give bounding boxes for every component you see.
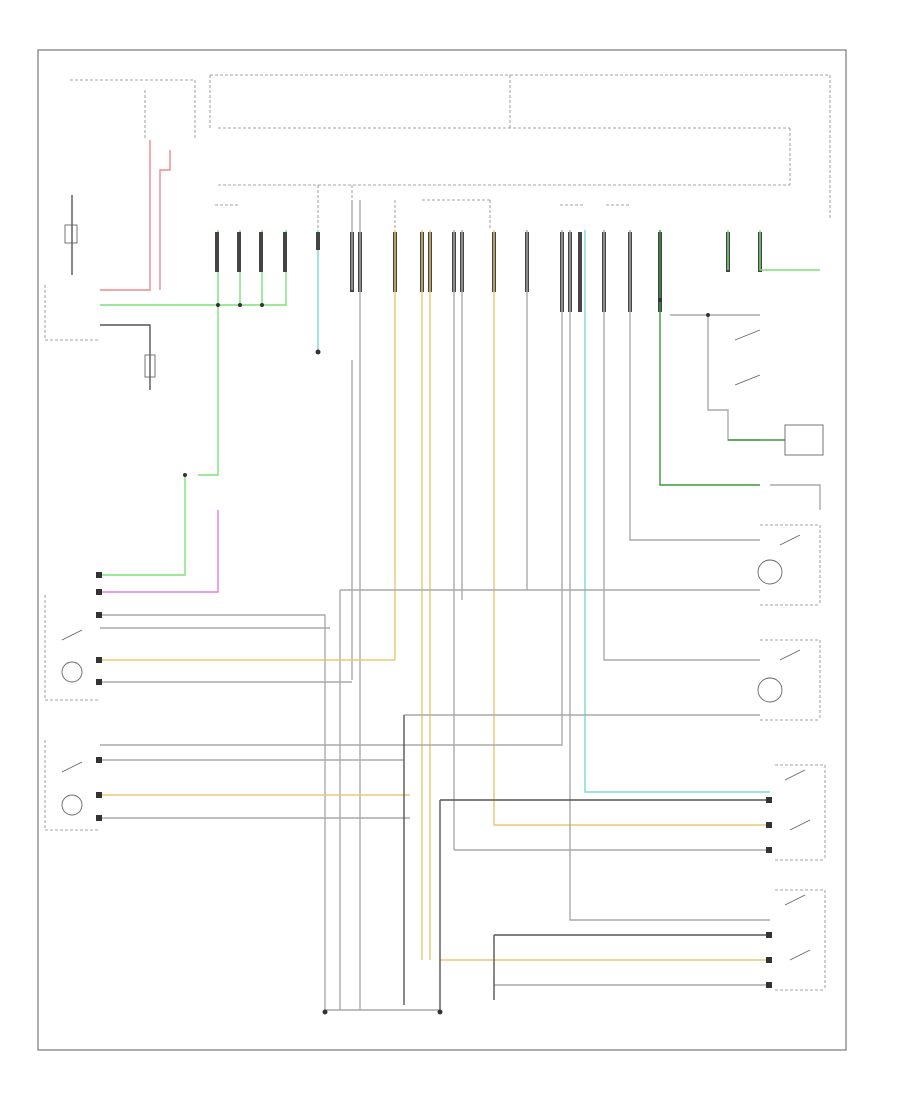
right-horizontal-wires	[339, 484, 821, 1010]
ground-icon	[315, 349, 443, 1015]
center-return-wires	[325, 715, 495, 1011]
pink-wire	[100, 510, 219, 593]
top-connector-pins	[215, 232, 762, 312]
connector-icon	[96, 572, 772, 988]
red-power-wires	[100, 140, 171, 291]
splice-icon	[183, 298, 710, 477]
left-connector-block	[44, 285, 156, 390]
left-door-switches	[44, 595, 410, 1010]
green-bus-wires	[100, 230, 287, 576]
right-side-components	[757, 524, 826, 991]
body-control-module-outline	[209, 74, 831, 220]
right-upper-switch-block	[670, 314, 824, 456]
left-ground-stub	[64, 195, 78, 275]
diagram-frame	[37, 49, 847, 1051]
module-stubs	[215, 185, 630, 230]
vertical-signal-wires	[100, 200, 820, 1010]
fuse-block-outline	[70, 79, 196, 140]
